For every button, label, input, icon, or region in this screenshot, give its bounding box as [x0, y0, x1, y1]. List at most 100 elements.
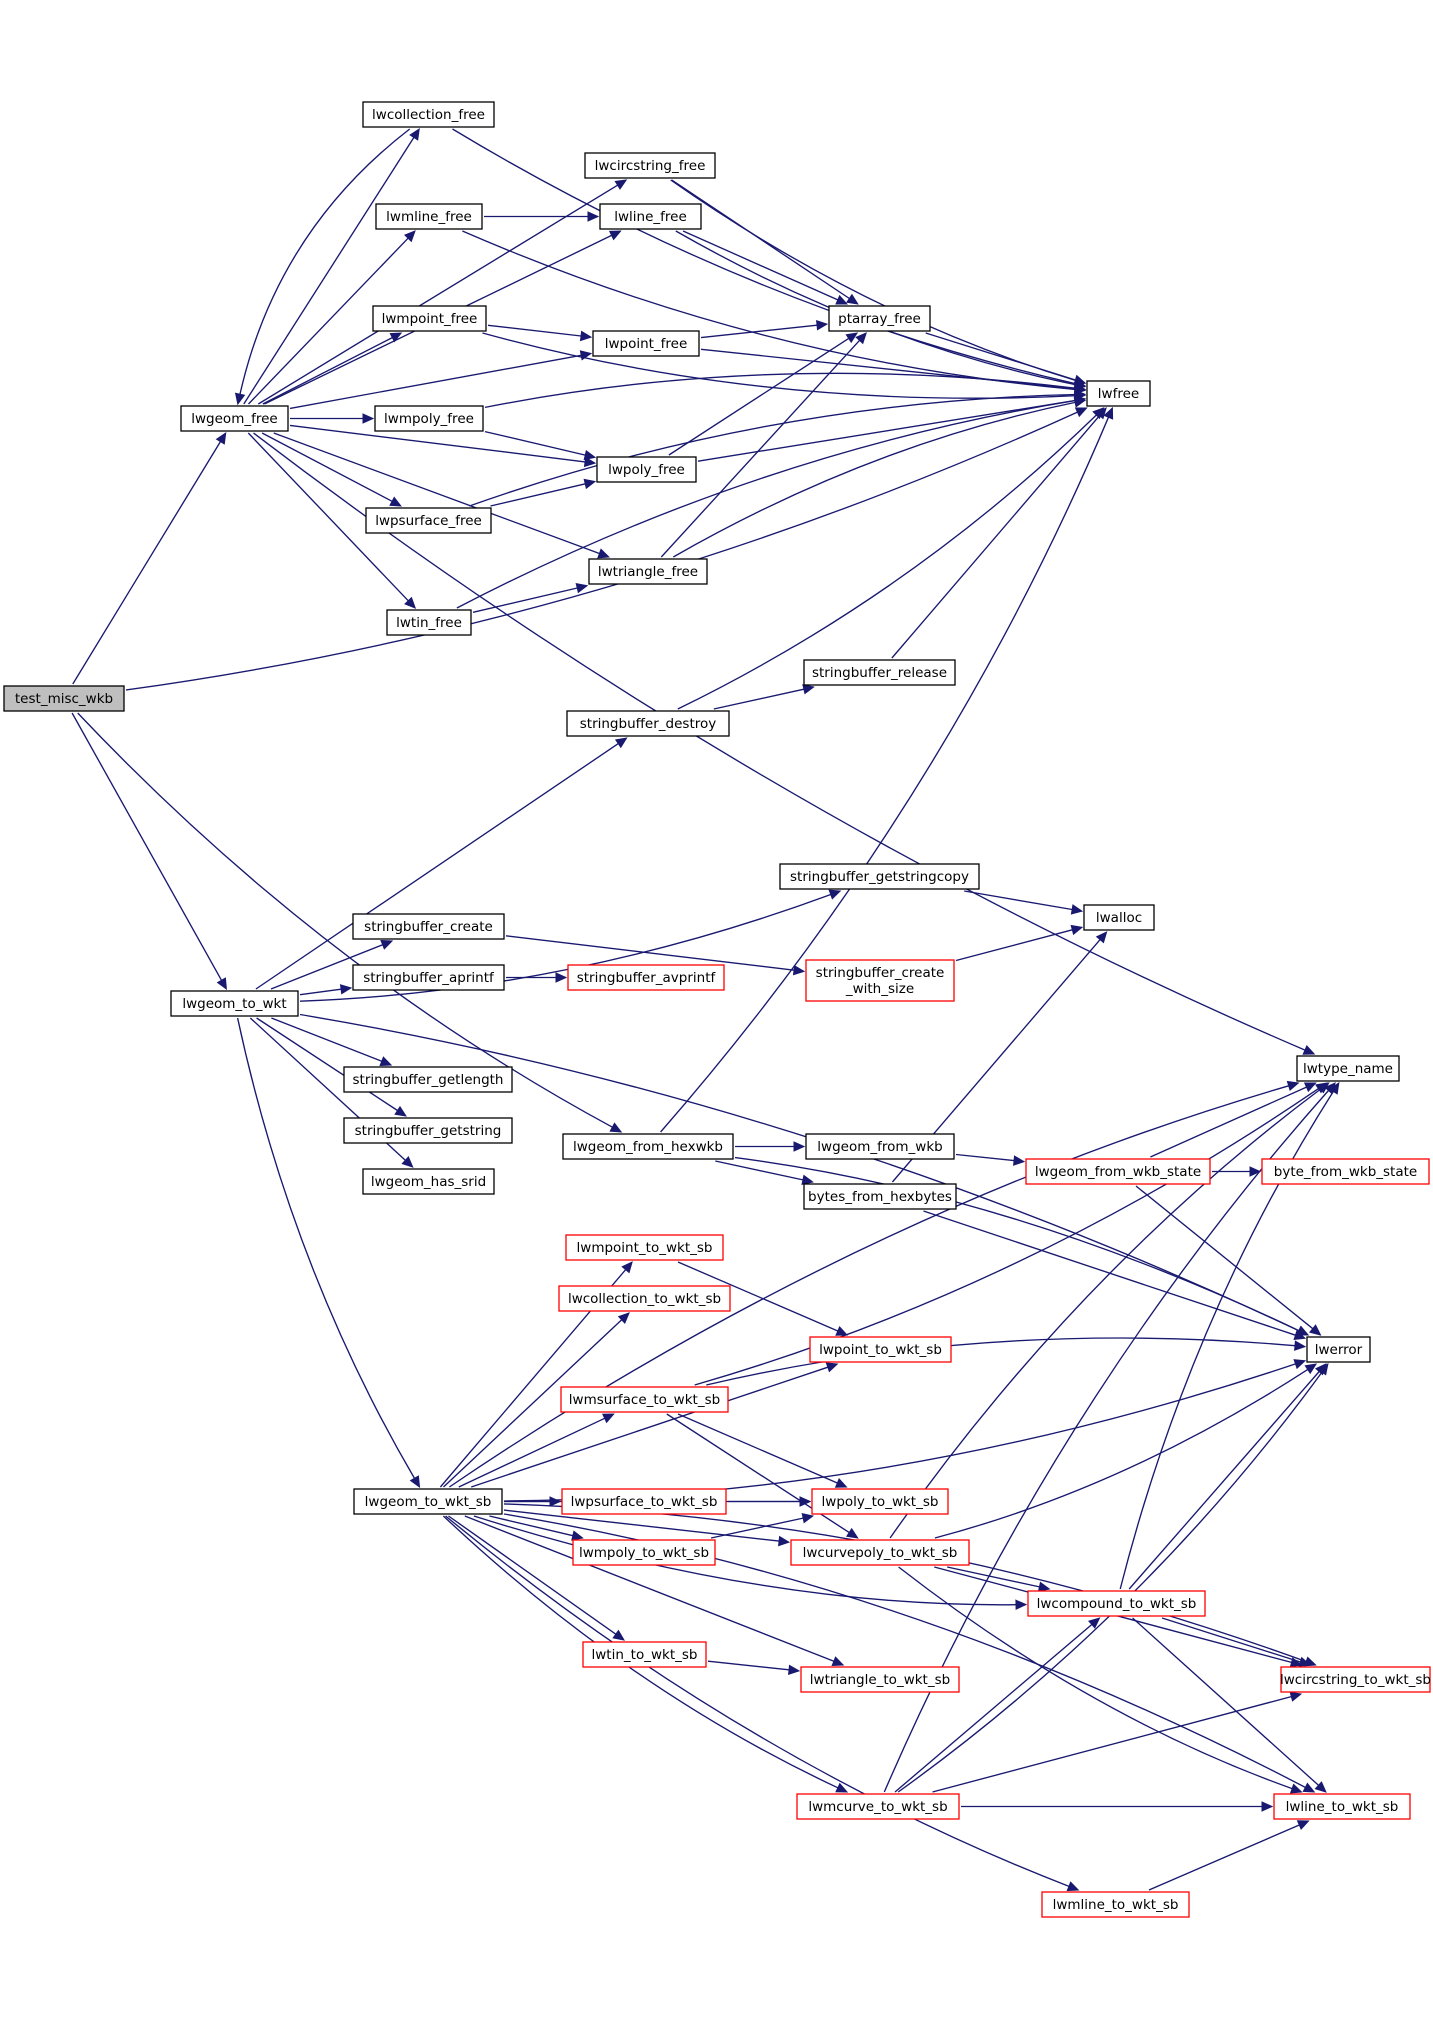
edge-line	[697, 399, 1076, 462]
node-stringbuffer_getstringcopy[interactable]: stringbuffer_getstringcopy	[779, 863, 980, 890]
arrowhead-icon	[1293, 1359, 1307, 1370]
edge-line	[261, 432, 393, 502]
edge-line	[660, 339, 860, 558]
edge-line	[666, 1413, 850, 1534]
node-lwcurvepoly_to_wkt_sb[interactable]: lwcurvepoly_to_wkt_sb	[790, 1539, 970, 1566]
node-lwpsurface_to_wkt_sb[interactable]: lwpsurface_to_wkt_sb	[561, 1488, 727, 1515]
edge-stringbuffer_create_with_size-to-lwalloc	[955, 924, 1084, 962]
edge-lwmpoint_to_wkt_sb-to-lwpoint_to_wkt_sb	[677, 1261, 849, 1336]
node-lwcompound_to_wkt_sb[interactable]: lwcompound_to_wkt_sb	[1027, 1590, 1206, 1617]
node-test_misc_wkb[interactable]: test_misc_wkb	[3, 685, 125, 712]
arrowhead-icon	[1296, 1325, 1310, 1336]
node-label: lwmpoint_free	[382, 311, 478, 327]
edge-lwgeom_to_wkt-to-stringbuffer_aprintf	[299, 984, 353, 996]
edge-line	[299, 988, 342, 996]
node-lwtin_free[interactable]: lwtin_free	[386, 609, 472, 636]
node-stringbuffer_aprintf[interactable]: stringbuffer_aprintf	[352, 964, 505, 991]
node-lwmpoly_free[interactable]: lwmpoly_free	[374, 405, 484, 432]
node-stringbuffer_destroy[interactable]: stringbuffer_destroy	[566, 710, 730, 737]
edge-lwtriangle_free-to-lwfree	[672, 397, 1087, 558]
edge-lwcurvepoly_to_wkt_sb-to-lwerror	[934, 1363, 1318, 1539]
edge-lwgeom_to_wkt-to-stringbuffer_destroy	[255, 737, 628, 990]
node-stringbuffer_getlength[interactable]: stringbuffer_getlength	[343, 1066, 513, 1093]
edge-line	[894, 1623, 1093, 1793]
arrowhead-icon	[1317, 1363, 1329, 1376]
node-lwerror[interactable]: lwerror	[1306, 1336, 1371, 1363]
node-lwmpoint_to_wkt_sb[interactable]: lwmpoint_to_wkt_sb	[565, 1234, 724, 1261]
node-lwgeom_from_wkb_state[interactable]: lwgeom_from_wkb_state	[1025, 1158, 1211, 1185]
edge-line	[1119, 1091, 1334, 1590]
node-box	[180, 405, 289, 432]
node-lwpsurface_free[interactable]: lwpsurface_free	[365, 507, 492, 534]
node-stringbuffer_create[interactable]: stringbuffer_create	[352, 913, 505, 940]
node-lwline_free[interactable]: lwline_free	[599, 203, 702, 230]
node-lwgeom_to_wkt_sb[interactable]: lwgeom_to_wkt_sb	[353, 1488, 503, 1515]
node-stringbuffer_create_with_size[interactable]: stringbuffer_create_with_size	[805, 959, 955, 1002]
node-box	[565, 1234, 724, 1261]
node-lwpoint_to_wkt_sb[interactable]: lwpoint_to_wkt_sb	[809, 1336, 952, 1363]
arrowhead-icon	[835, 1782, 849, 1793]
node-label: lwgeom_to_wkt_sb	[365, 1494, 492, 1510]
node-lwtin_to_wkt_sb[interactable]: lwtin_to_wkt_sb	[582, 1641, 707, 1668]
edge-line	[464, 1515, 835, 1662]
edge-ptarray_free-to-lwfree	[925, 332, 1087, 385]
edge-lwgeom_to_wkt_sb-to-lwcollection_to_wkt_sb	[443, 1312, 630, 1488]
edge-lwpoly_free-to-ptarray_free	[668, 332, 859, 456]
node-lwtype_name[interactable]: lwtype_name	[1296, 1055, 1400, 1082]
edge-line	[289, 424, 586, 463]
edge-line	[700, 324, 818, 339]
edge-line	[273, 432, 600, 555]
node-lwgeom_to_wkt[interactable]: lwgeom_to_wkt	[170, 990, 299, 1017]
edge-line	[898, 1566, 1293, 1790]
node-label: lwtriangle_free	[598, 564, 698, 580]
arrowhead-icon	[617, 1312, 630, 1325]
node-lwpoly_free[interactable]: lwpoly_free	[596, 456, 697, 483]
node-lwmsurface_to_wkt_sb[interactable]: lwmsurface_to_wkt_sb	[560, 1386, 729, 1413]
node-bytes_from_hexbytes[interactable]: bytes_from_hexbytes	[803, 1183, 957, 1210]
node-label: ptarray_free	[838, 311, 921, 327]
edge-line	[484, 430, 586, 456]
node-box	[1280, 1666, 1431, 1693]
node-label: lwmcurve_to_wkt_sb	[808, 1799, 947, 1815]
node-ptarray_free[interactable]: ptarray_free	[828, 305, 931, 332]
node-lwgeom_from_hexwkb[interactable]: lwgeom_from_hexwkb	[562, 1133, 734, 1160]
node-lwpoly_to_wkt_sb[interactable]: lwpoly_to_wkt_sb	[811, 1488, 949, 1515]
edge-lwpsurface_to_wkt_sb-to-lwpoly_to_wkt_sb	[728, 1496, 812, 1507]
node-lwgeom_free[interactable]: lwgeom_free	[180, 405, 289, 432]
edge-lwgeom_from_wkb_state-to-byte_from_wkb_state	[1212, 1166, 1262, 1177]
node-byte_from_wkb_state[interactable]: byte_from_wkb_state	[1261, 1158, 1430, 1185]
edge-line	[257, 184, 618, 405]
node-box	[562, 1133, 734, 1160]
node-label: lwpoly_free	[608, 462, 685, 478]
node-stringbuffer_getstring[interactable]: stringbuffer_getstring	[343, 1117, 513, 1144]
node-lwcollection_free[interactable]: lwcollection_free	[362, 101, 495, 128]
node-stringbuffer_release[interactable]: stringbuffer_release	[803, 659, 956, 686]
edge-lwcircstring_free-to-lwfree	[670, 179, 1087, 386]
node-lwmline_free[interactable]: lwmline_free	[375, 203, 483, 230]
node-lwline_to_wkt_sb[interactable]: lwline_to_wkt_sb	[1273, 1793, 1411, 1820]
node-stringbuffer_avprintf[interactable]: stringbuffer_avprintf	[567, 964, 725, 991]
edge-line	[489, 1515, 574, 1537]
node-lwcircstring_free[interactable]: lwcircstring_free	[584, 152, 716, 179]
node-lwmpoly_to_wkt_sb[interactable]: lwmpoly_to_wkt_sb	[572, 1539, 716, 1566]
node-lwtriangle_free[interactable]: lwtriangle_free	[588, 558, 708, 585]
node-label: lwline_to_wkt_sb	[1286, 1799, 1399, 1815]
node-lwmpoint_free[interactable]: lwmpoint_free	[372, 305, 487, 332]
edge-stringbuffer_destroy-to-lwfree	[677, 407, 1105, 710]
node-label: lwmpoint_to_wkt_sb	[577, 1240, 713, 1256]
node-lwcollection_to_wkt_sb[interactable]: lwcollection_to_wkt_sb	[558, 1285, 731, 1312]
edge-lwcurvepoly_to_wkt_sb-to-lwcircstring_to_wkt_sb	[934, 1566, 1303, 1668]
node-lwcircstring_to_wkt_sb[interactable]: lwcircstring_to_wkt_sb	[1280, 1666, 1431, 1693]
node-lwfree[interactable]: lwfree	[1086, 380, 1151, 407]
node-lwgeom_from_wkb[interactable]: lwgeom_from_wkb	[805, 1133, 955, 1160]
node-label: test_misc_wkb	[15, 691, 113, 707]
node-lwmcurve_to_wkt_sb[interactable]: lwmcurve_to_wkt_sb	[796, 1793, 960, 1820]
edge-line	[715, 1160, 804, 1181]
edge-line	[670, 179, 1076, 382]
node-lwpoint_free[interactable]: lwpoint_free	[592, 330, 700, 357]
node-lwmline_to_wkt_sb[interactable]: lwmline_to_wkt_sb	[1041, 1891, 1190, 1918]
node-lwgeom_has_srid[interactable]: lwgeom_has_srid	[362, 1168, 495, 1195]
node-lwalloc[interactable]: lwalloc	[1083, 904, 1155, 931]
node-box	[1025, 1158, 1211, 1185]
node-lwtriangle_to_wkt_sb[interactable]: lwtriangle_to_wkt_sb	[800, 1666, 960, 1693]
